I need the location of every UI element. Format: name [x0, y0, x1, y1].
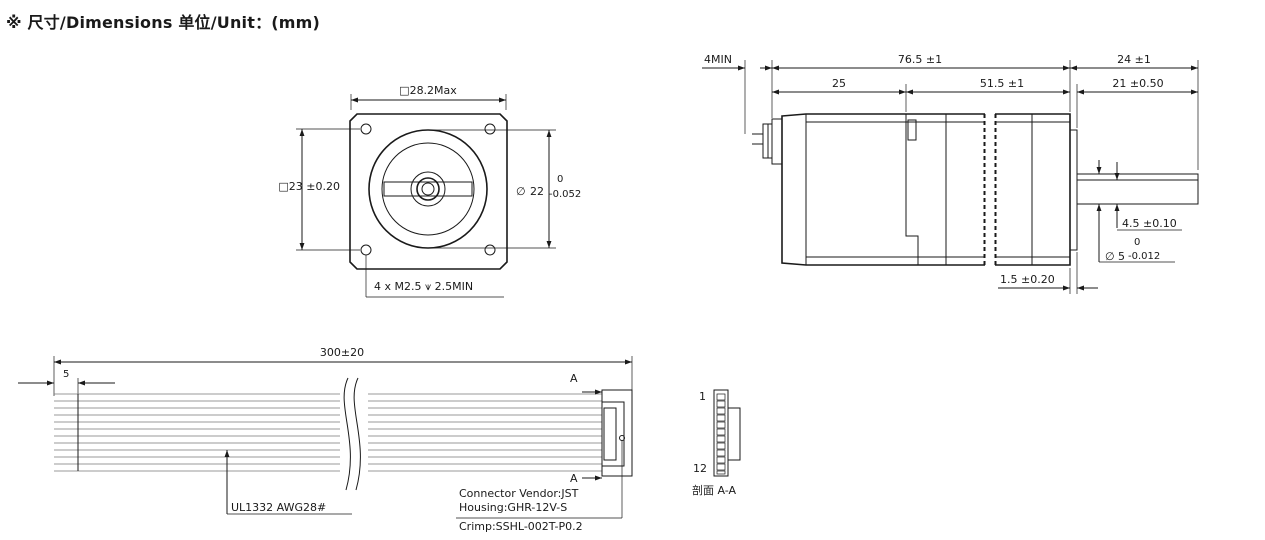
- rear-connector: [771, 118, 783, 165]
- boss-outer: [368, 129, 488, 249]
- connector-housing: Housing:GHR-12V-S: [459, 501, 567, 514]
- motor-face-outline: [349, 113, 508, 270]
- dim-total-label: 76.5 ±1: [898, 53, 942, 66]
- page-title: ※ 尺寸/Dimensions 单位/Unit：(mm): [6, 13, 321, 32]
- shaft-flange: [1070, 129, 1078, 251]
- boss-inner: [381, 142, 475, 236]
- pin-last-label: 12: [693, 462, 707, 475]
- shaft-diameter-symbol: ∅: [1105, 250, 1115, 263]
- cable-view: 300±20 5: [18, 346, 633, 533]
- dim-shaft-tol-upper: 0: [1134, 237, 1140, 248]
- motor-body-outline: [781, 113, 1071, 266]
- front-view: □28.2Max □23 ±0.20 ∅ 22 0 -0.052 4 x M2.…: [278, 84, 581, 298]
- dim-flat-label: 4.5 ±0.10: [1122, 217, 1177, 230]
- pin-first-label: 1: [699, 390, 706, 403]
- connector-section-body: [713, 389, 729, 477]
- side-view: 4MIN 76.5 ±1 24 ±1 25 51.5 ±1 21 ±0.50 4…: [702, 53, 1199, 294]
- shaft-center: [421, 182, 435, 196]
- dim-width-label: □28.2Max: [399, 84, 457, 97]
- section-mark-bottom: A: [570, 472, 578, 485]
- dim-boss-tol-upper: 0: [557, 174, 563, 185]
- dim-rear-label: 51.5 ±1: [980, 77, 1024, 90]
- dim-flange-label: 1.5 ±0.20: [1000, 273, 1055, 286]
- ribbon-wires: [54, 393, 602, 472]
- dim-boss-tol-lower: -0.052: [549, 189, 581, 200]
- section-aa: 1 12 剖面 A-A: [692, 389, 741, 497]
- holes-callout: 4 x M2.5 ⩛ 2.5MIN: [374, 280, 473, 293]
- dim-strip-label: 5: [63, 369, 69, 380]
- section-label: 剖面 A-A: [692, 483, 737, 497]
- dim-height-label: □23 ±0.20: [278, 180, 340, 193]
- mount-hole-tl: [360, 123, 372, 135]
- dim-shaft-label: 21 ±0.50: [1112, 77, 1163, 90]
- connector-body: [601, 389, 633, 477]
- diameter-symbol: ∅: [516, 185, 526, 198]
- shaft-outer: [410, 171, 446, 207]
- wire-spec-label: UL1332 AWG28#: [231, 501, 326, 514]
- dim-shaft-tol-lower: -0.012: [1128, 251, 1160, 262]
- dim-shaft-dia-value: 5: [1118, 250, 1125, 263]
- break-mark: [343, 377, 351, 491]
- mount-hole-br: [484, 244, 496, 256]
- pin-column: [716, 393, 726, 475]
- mount-hole-bl: [360, 244, 372, 256]
- connector-vendor: Connector Vendor:JST: [459, 487, 579, 500]
- shaft-inner: [416, 177, 440, 201]
- dim-boss-value: 22: [530, 185, 544, 198]
- rotor-bar: [383, 181, 473, 197]
- dim-connector-label: 4MIN: [704, 53, 732, 66]
- section-mark-top: A: [570, 372, 578, 385]
- connector-crimp: Crimp:SSHL-002T-P0.2: [459, 520, 583, 533]
- motor-shaft: [1077, 173, 1199, 205]
- dim-shaft-total-label: 24 ±1: [1117, 53, 1151, 66]
- mount-hole-tr: [484, 123, 496, 135]
- dim-front-label: 25: [832, 77, 846, 90]
- dim-cable-label: 300±20: [320, 346, 364, 359]
